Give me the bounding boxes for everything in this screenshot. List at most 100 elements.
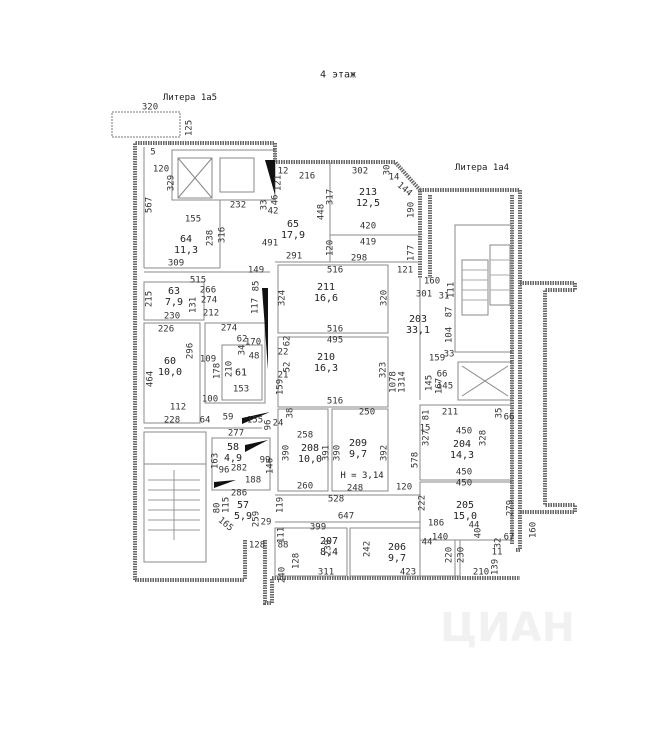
dimension-label: 67 bbox=[503, 532, 515, 543]
dimension-label: 329 bbox=[166, 174, 177, 192]
room-number: 60 bbox=[163, 356, 177, 367]
dimension-label: 516 bbox=[326, 396, 344, 407]
dimension-label: 88 bbox=[277, 540, 289, 551]
room-area: 11,3 bbox=[173, 245, 199, 256]
dimension-label: 160 bbox=[528, 521, 539, 539]
room-number: 57 bbox=[236, 500, 250, 511]
dimension-label: 390 bbox=[332, 444, 343, 462]
room-area: 9,7 bbox=[348, 449, 368, 460]
room-area: 10,0 bbox=[297, 454, 323, 465]
dimension-label: 33 bbox=[443, 349, 455, 360]
room-number: 207 bbox=[319, 536, 339, 547]
dimension-label: 211 bbox=[441, 407, 459, 418]
dimension-label: 1314 bbox=[397, 371, 408, 393]
dimension-label: 516 bbox=[326, 265, 344, 276]
dimension-label: 120 bbox=[395, 482, 413, 493]
room-number: 203 bbox=[408, 314, 428, 325]
outer-walls bbox=[133, 141, 577, 605]
dimension-label: 420 bbox=[359, 221, 377, 232]
dimension-label: 128 bbox=[291, 552, 302, 570]
room-number: 58 bbox=[226, 442, 240, 453]
room-area: 16,3 bbox=[313, 363, 339, 374]
dimension-label: 448 bbox=[316, 203, 327, 221]
dimension-label: 170 bbox=[244, 337, 262, 348]
dimension-label: 40 bbox=[473, 527, 484, 539]
dimension-label: 647 bbox=[337, 511, 355, 522]
dimension-label: 178 bbox=[212, 362, 223, 380]
dimension-label: 120 bbox=[325, 239, 336, 257]
dimension-label: 248 bbox=[346, 483, 364, 494]
dimension-label: 291 bbox=[285, 251, 303, 262]
dimension-label: 149 bbox=[247, 265, 265, 276]
dimension-label: 112 bbox=[169, 402, 187, 413]
dimension-label: 188 bbox=[244, 475, 262, 486]
dimension-label: 423 bbox=[399, 567, 417, 578]
dimension-label: 323 bbox=[378, 361, 389, 379]
dimension-label: 578 bbox=[410, 451, 421, 469]
dimension-label: 153 bbox=[232, 384, 250, 395]
dimension-label: 85 bbox=[251, 280, 262, 292]
dimension-label: 120 bbox=[152, 164, 170, 175]
dimension-label: 121 bbox=[396, 265, 414, 276]
dimension-label: 42 bbox=[267, 206, 279, 217]
dimension-label: 391 bbox=[321, 444, 332, 462]
dimension-label: 81 bbox=[421, 409, 432, 421]
dimension-label: 119 bbox=[275, 496, 286, 514]
dimension-label: 14 bbox=[388, 172, 400, 183]
dimension-label: 128 bbox=[248, 540, 266, 551]
dimension-label: 99 bbox=[259, 455, 271, 466]
room-number: 209 bbox=[348, 438, 368, 449]
room-area: 7,9 bbox=[164, 297, 184, 308]
dimension-label: 111 bbox=[276, 526, 287, 544]
dimension-label: 239 bbox=[323, 539, 334, 557]
dimension-label: 274 bbox=[200, 295, 218, 306]
dimension-label: 419 bbox=[359, 237, 377, 248]
dimension-label: 186 bbox=[427, 518, 445, 529]
dimension-label: 317 bbox=[325, 188, 336, 206]
room-number: 208 bbox=[300, 443, 320, 454]
dimension-label: 450 bbox=[455, 467, 473, 478]
room-number: 65 bbox=[286, 219, 300, 230]
dimension-label: 190 bbox=[406, 201, 417, 219]
dimension-label: 64 bbox=[199, 415, 211, 426]
room-area: 4,9 bbox=[223, 453, 243, 464]
dimension-label: 298 bbox=[350, 253, 368, 264]
dimension-label: 139 bbox=[490, 558, 501, 576]
dimension-label: 62 bbox=[236, 334, 248, 345]
dimension-label: 48 bbox=[248, 351, 260, 362]
dimension-label: 59 bbox=[222, 412, 234, 423]
room-number: 63 bbox=[167, 286, 181, 297]
dimension-label: 302 bbox=[351, 166, 369, 177]
dimension-label: 260 bbox=[296, 481, 314, 492]
watermark: ЦИАН bbox=[440, 605, 576, 651]
dimension-label: 238 bbox=[205, 229, 216, 247]
room-area: 15,0 bbox=[452, 511, 478, 522]
dimension-label: 177 bbox=[406, 244, 417, 262]
dimension-label: 104 bbox=[444, 326, 455, 344]
annex-outline bbox=[111, 111, 181, 138]
room-area: 16,6 bbox=[313, 293, 339, 304]
dimension-label: 32 bbox=[493, 537, 504, 549]
dimension-label: 516 bbox=[326, 324, 344, 335]
dimension-label: 528 bbox=[327, 494, 345, 505]
dimension-label: 228 bbox=[163, 415, 181, 426]
dimension-label: 115 bbox=[221, 496, 232, 514]
dimension-label: 226 bbox=[157, 324, 175, 335]
dimension-label: 309 bbox=[167, 258, 185, 269]
dimension-label: 87 bbox=[444, 306, 455, 318]
dimension-label: 567 bbox=[144, 196, 155, 214]
dimension-label: 145 bbox=[424, 374, 435, 392]
room-number: 206 bbox=[387, 542, 407, 553]
room-area: 8,4 bbox=[319, 547, 339, 558]
dimension-label: 155 bbox=[184, 214, 202, 225]
dimension-label: 495 bbox=[326, 335, 344, 346]
